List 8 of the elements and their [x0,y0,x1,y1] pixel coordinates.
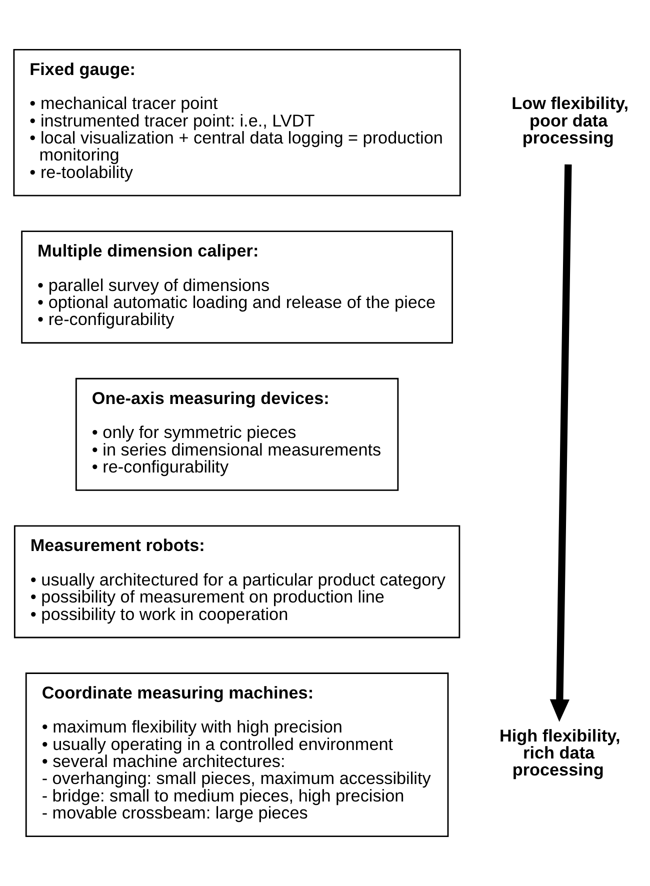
node-box: Multiple dimension caliper: • parallel survey of dimensions • optional automatic loading and release of the piece • re-configurability [21,230,453,344]
node-text: Low flexibility, poor data processing [512,93,629,148]
arrow [550,164,572,722]
node-box: Coordinate measuring machines: • maximum flexibility with high precision • usually operating in a controlled environment • several machine architectures: - overhanging: small pieces, maximum accessibility - bridge: small to medium pieces, high precision - movable crossbeam: large pieces [25,672,449,837]
node-text: High flexibility, rich data processing [499,725,620,780]
node-box: One-axis measuring devices: • only for symmetric pieces • in series dimensional measurements • re-configurability [75,378,399,491]
node-box: Fixed gauge: • mechanical tracer point • instrumented tracer point: i.e., LVDT • local visualization + central data logging = production monitoring • re-toolability [13,49,461,196]
node-box: Measurement robots: • usually architectured for a particular product category • possibility of measurement on production line • possibility to work in cooperation [14,525,460,638]
